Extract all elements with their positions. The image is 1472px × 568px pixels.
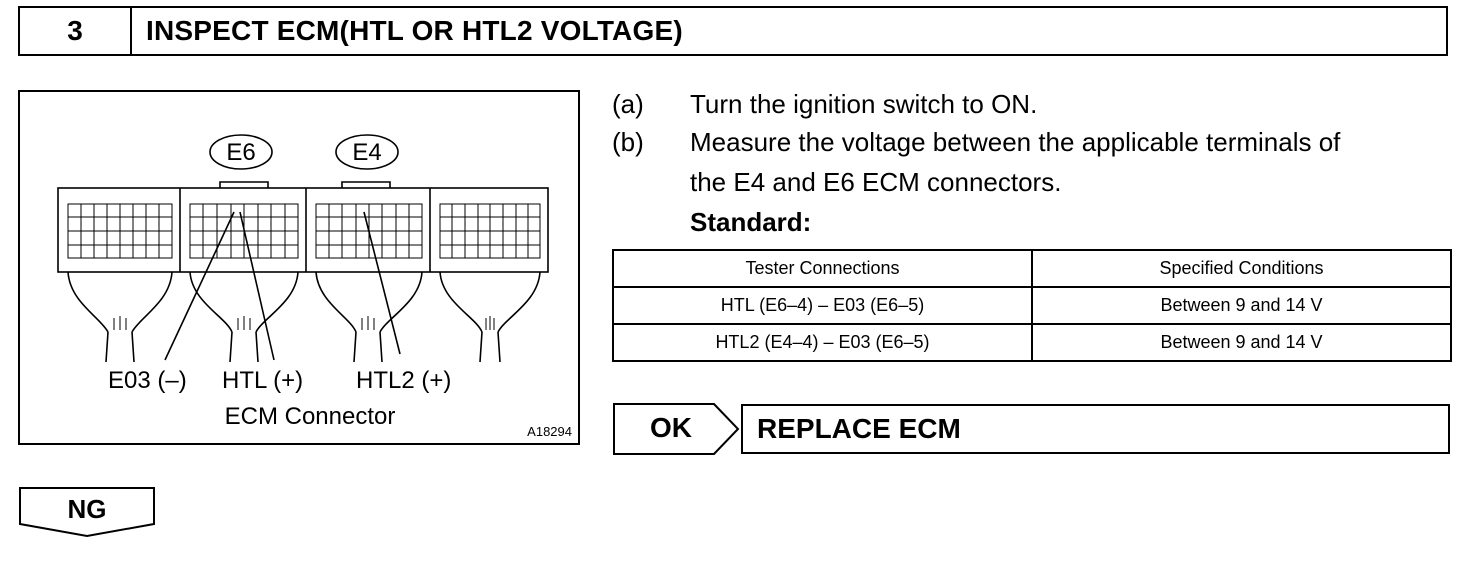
table-cell: HTL (E6–4) – E03 (E6–5) (612, 286, 1033, 325)
table-header-cell: Tester Connections (612, 249, 1033, 288)
table-cell: Between 9 and 14 V (1031, 286, 1452, 325)
ng-label: NG (67, 493, 107, 524)
terminal-htl2-label: HTL2 (+) (356, 367, 451, 394)
step-b-label: (b) (612, 127, 644, 157)
figure-code: A18294 (527, 424, 572, 439)
ok-label: OK (650, 412, 692, 443)
step-a-text: Turn the ignition switch to ON. (690, 89, 1038, 119)
table-row: HTL (E6–4) – E03 (E6–5) Between 9 and 14… (612, 286, 1452, 325)
table-row: HTL2 (E4–4) – E03 (E6–5) Between 9 and 1… (612, 323, 1452, 362)
table-header-row: Tester Connections Specified Conditions (612, 249, 1452, 288)
ok-action-text: REPLACE ECM (757, 413, 961, 444)
spec-table: Tester Connections Specified Conditions … (612, 249, 1452, 362)
figure-caption: ECM Connector (225, 403, 396, 430)
step-b-text-line2: the E4 and E6 ECM connectors. (690, 167, 1062, 197)
table-header-cell: Specified Conditions (1031, 249, 1452, 288)
table-cell: HTL2 (E4–4) – E03 (E6–5) (612, 323, 1033, 362)
step-header: 3 INSPECT ECM(HTL OR HTL2 VOLTAGE) (18, 6, 1448, 56)
connector-e6-label: E6 (226, 139, 255, 166)
step-title: INSPECT ECM(HTL OR HTL2 VOLTAGE) (146, 15, 683, 46)
step-number: 3 (20, 8, 132, 54)
ok-action-box: REPLACE ECM (741, 404, 1450, 454)
ng-arrow-icon (19, 487, 155, 538)
table-cell: Between 9 and 14 V (1031, 323, 1452, 362)
step-a-label: (a) (612, 89, 644, 119)
connector-e4-label: E4 (352, 139, 381, 166)
terminal-e03-label: E03 (–) (108, 367, 187, 394)
terminal-htl-label: HTL (+) (222, 367, 303, 394)
standard-label: Standard: (690, 207, 812, 237)
ecm-connector-illustration: E6 E4 E03 (–) HTL (+) HTL2 (+) ECM Conne… (57, 134, 572, 439)
ok-arrow-icon (613, 403, 740, 455)
ecm-connector-figure: E6 E4 E03 (–) HTL (+) HTL2 (+) ECM Conne… (18, 90, 580, 445)
step-b-text-line1: Measure the voltage between the applicab… (690, 127, 1341, 157)
